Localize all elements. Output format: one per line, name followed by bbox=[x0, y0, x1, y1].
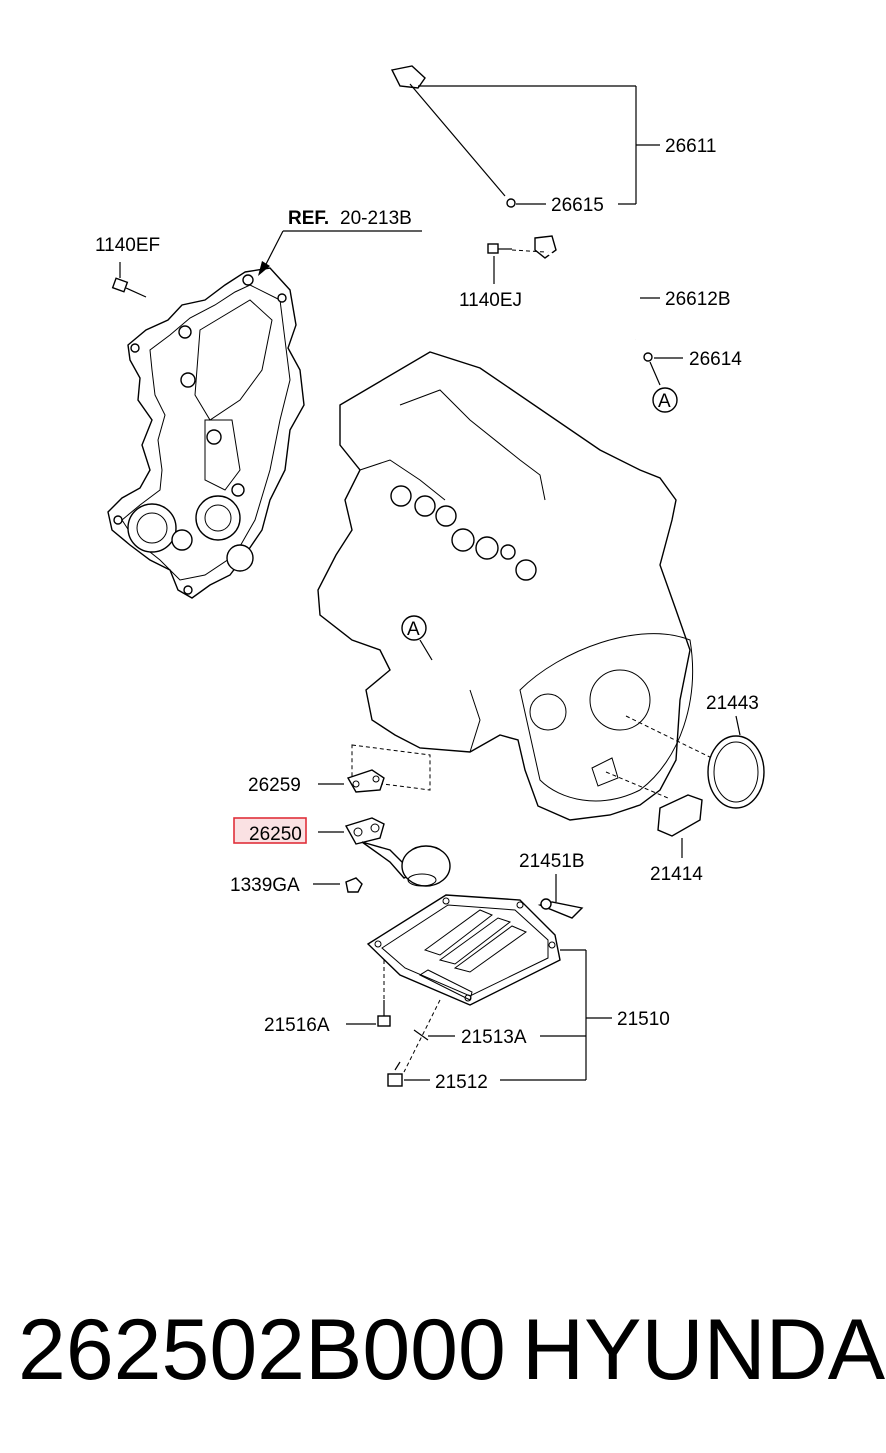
label-21516a: 21516A bbox=[264, 1015, 330, 1036]
ref-code: 20-213B bbox=[340, 208, 412, 229]
marker-a-top: A bbox=[658, 391, 671, 412]
marker-a-engine: A bbox=[407, 619, 420, 640]
label-1140ef: 1140EF bbox=[95, 235, 160, 256]
highlight-box-26250 bbox=[233, 817, 307, 844]
sensor-21451b-drawing bbox=[537, 898, 584, 919]
label-26250: 26250 bbox=[249, 824, 302, 845]
label-21443: 21443 bbox=[706, 693, 759, 714]
nut-1339ga-drawing bbox=[345, 877, 363, 893]
timing-cover-drawing bbox=[107, 267, 305, 599]
part-number: 262502B000 bbox=[18, 1302, 506, 1398]
bolt-1140ef-drawing bbox=[111, 277, 147, 298]
oil-seal-21443-drawing bbox=[707, 735, 765, 809]
ref-prefix: REF. bbox=[288, 208, 329, 229]
brand-name: HYUNDAI bbox=[522, 1302, 886, 1398]
label-1339ga: 1339GA bbox=[230, 875, 300, 896]
label-21451b: 21451B bbox=[519, 851, 585, 872]
label-21510: 21510 bbox=[617, 1009, 670, 1030]
oil-pan-21510-drawing bbox=[366, 894, 561, 1006]
label-21513a: 21513A bbox=[461, 1027, 527, 1048]
cover-21414-drawing bbox=[657, 794, 703, 837]
drain-plug-21512-drawing bbox=[387, 1061, 403, 1087]
label-26611: 26611 bbox=[665, 136, 716, 157]
oil-screen-26250-drawing bbox=[344, 817, 451, 887]
label-21512: 21512 bbox=[435, 1072, 488, 1093]
engine-block-drawing bbox=[317, 351, 693, 821]
label-26612b: 26612B bbox=[665, 289, 731, 310]
label-1140ej: 1140EJ bbox=[459, 290, 522, 311]
dipstick-drawing bbox=[390, 65, 653, 362]
bolt-1140ej-drawing bbox=[487, 243, 546, 284]
gasket-26259-drawing bbox=[346, 769, 385, 793]
label-26615: 26615 bbox=[551, 195, 604, 216]
label-26614: 26614 bbox=[689, 349, 742, 370]
label-21414: 21414 bbox=[650, 864, 703, 885]
bolt-21516a-drawing bbox=[377, 1000, 391, 1027]
label-26259: 26259 bbox=[248, 775, 301, 796]
